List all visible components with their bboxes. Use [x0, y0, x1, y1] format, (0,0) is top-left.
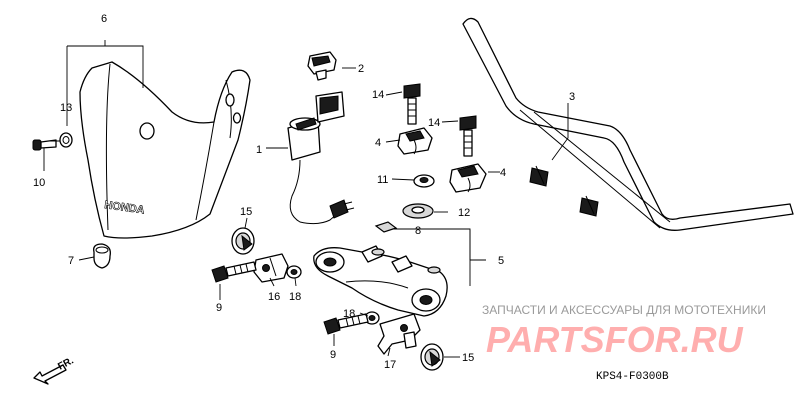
callout-numbers: 6 13 10 7 1 2 3 14 14 4 4 11 12 8 5 15 1… [33, 13, 575, 371]
callout-15-upper: 15 [240, 206, 252, 218]
callout-18-right: 18 [343, 308, 355, 320]
holder-bolt-upper [403, 83, 421, 125]
flange-bolt-upper [211, 261, 257, 283]
stay-nut-left [286, 265, 302, 279]
callout-7: 7 [68, 255, 74, 267]
callout-17: 17 [384, 359, 396, 371]
callout-12: 12 [458, 207, 470, 219]
collar [59, 132, 73, 148]
callout-10: 10 [33, 177, 45, 189]
callout-9-upper: 9 [216, 302, 222, 314]
washer [402, 203, 434, 219]
front-direction-label: FR. [56, 355, 76, 372]
flange-nut [413, 174, 435, 188]
flange-bolt-lower [323, 313, 369, 335]
stay-grommet-lower [420, 343, 444, 371]
diagram-code: KPS4-F0300B [596, 371, 669, 383]
callout-9-lower: 9 [330, 349, 336, 361]
headlight-cowl: HONDA [79, 61, 251, 239]
callout-1: 1 [256, 144, 262, 156]
handlebar [462, 17, 794, 231]
handlebar-holder-upper [397, 127, 433, 155]
cowl-screw [32, 139, 57, 151]
callout-16: 16 [268, 291, 280, 303]
top-bridge [313, 245, 448, 317]
mounting-stay-left [253, 253, 289, 283]
handlebar-holder-lower [449, 163, 487, 193]
honda-emblem: HONDA [104, 199, 146, 217]
callout-13: 13 [60, 102, 72, 114]
callout-3: 3 [569, 91, 575, 103]
callout-5: 5 [498, 255, 504, 267]
callout-4-lower: 4 [500, 167, 506, 179]
callout-8: 8 [415, 225, 421, 237]
callout-6: 6 [101, 13, 107, 25]
callout-14-lower: 14 [428, 117, 440, 129]
watermark-logo: PARTSFOR.RU [486, 319, 744, 360]
front-direction-arrow: FR. [33, 355, 76, 385]
callout-2: 2 [358, 63, 364, 75]
callout-15-lower: 15 [462, 352, 474, 364]
ignition-switch [287, 91, 355, 225]
mounting-stay-right [377, 313, 421, 355]
callout-18-left: 18 [289, 291, 301, 303]
watermark-subtitle: ЗАПЧАСТИ И АКСЕССУАРЫ ДЛЯ МОТОТЕХНИКИ [482, 303, 766, 317]
callout-4-upper: 4 [375, 137, 381, 149]
stay-grommet-upper [231, 227, 255, 255]
holder-bolt-lower [459, 115, 477, 157]
cowl-grommet [93, 243, 111, 269]
leader-lines [43, 40, 569, 358]
rubber-cushion [374, 221, 398, 233]
switch-key [307, 51, 337, 81]
callout-11: 11 [377, 174, 388, 186]
callout-14-upper: 14 [372, 89, 384, 101]
